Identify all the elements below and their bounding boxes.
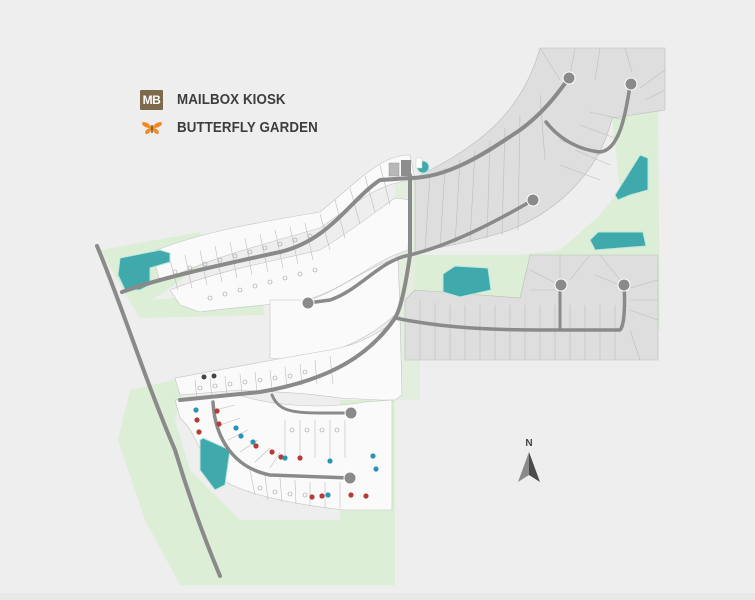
lot-area-gray	[404, 47, 666, 361]
lot-status-marker	[214, 408, 220, 414]
lot-status-marker	[194, 417, 200, 423]
lot-status-marker	[193, 407, 199, 413]
pond	[117, 154, 649, 491]
lot-status-marker	[278, 454, 284, 460]
lot-status-marker	[253, 443, 259, 449]
lot-status-marker	[297, 455, 303, 461]
legend-item-butterfly-garden: BUTTERFLY GARDEN	[140, 116, 330, 140]
open-parcel	[130, 318, 290, 372]
lot-status-marker	[233, 425, 239, 431]
lot-status-marker	[269, 449, 275, 455]
lot-status-marker	[370, 453, 376, 459]
amenity-center	[388, 157, 423, 177]
lot-number-markers	[172, 233, 340, 498]
compass-arrow-icon	[518, 452, 540, 482]
lot-area-white	[151, 154, 416, 511]
lot-status-marker	[327, 458, 333, 464]
lot-status-marker	[216, 421, 222, 427]
lot-status-marker	[282, 455, 288, 461]
road-network	[95, 76, 632, 578]
lot-status-marker	[238, 433, 244, 439]
lot-status-marker	[363, 493, 369, 499]
legend-item-mailbox-kiosk: MB MAILBOX KIOSK	[140, 88, 330, 112]
lot-status-marker	[250, 439, 256, 445]
lot-status-marker	[348, 492, 354, 498]
lot-status-red-markers	[194, 408, 369, 500]
lot-status-blue-markers	[193, 407, 379, 498]
legend-label-butterfly-garden: BUTTERFLY GARDEN	[177, 120, 318, 136]
lot-status-marker	[196, 429, 202, 435]
mailbox-kiosk-markers	[201, 373, 217, 380]
lot-status-marker	[319, 493, 325, 499]
mailbox-kiosk-icon: MB	[140, 90, 163, 110]
lot-status-marker	[309, 494, 315, 500]
lot-status-marker	[325, 492, 331, 498]
cul-de-sac	[301, 71, 638, 485]
butterfly-icon	[140, 118, 163, 138]
north-arrow: N	[514, 438, 544, 488]
north-label: N	[525, 438, 533, 449]
legend-label-mailbox-kiosk: MAILBOX KIOSK	[177, 92, 286, 108]
bottom-margin	[0, 593, 755, 600]
lot-status-marker	[373, 466, 379, 472]
legend: MB MAILBOX KIOSK BUTTERFLY GARDEN	[140, 88, 330, 144]
